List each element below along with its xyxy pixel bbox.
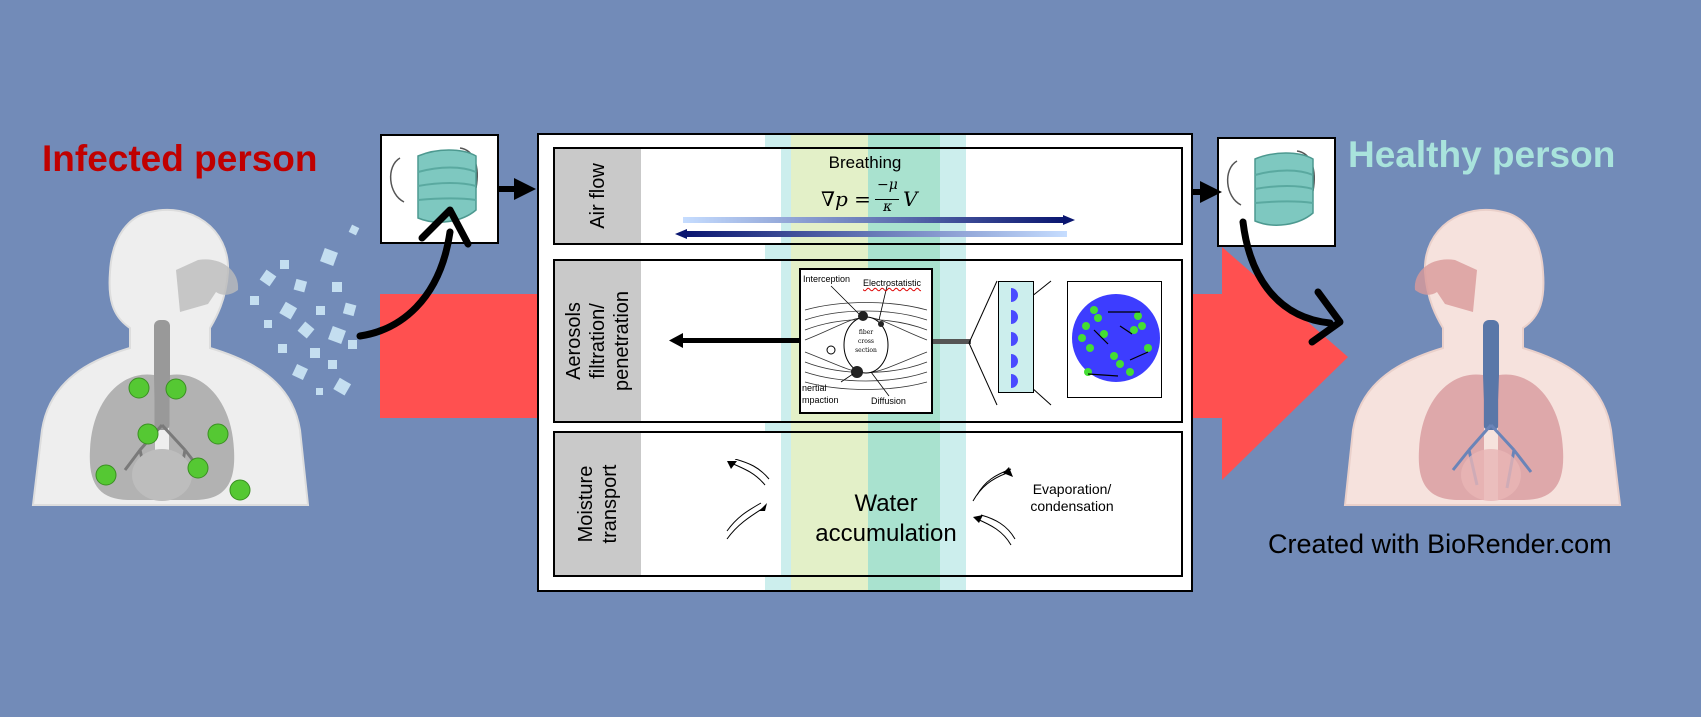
mask-layer-band-outer-right <box>940 135 966 590</box>
healthy-person-title: Healthy person <box>1348 134 1616 175</box>
airflow-label-box: Air flow <box>555 149 641 243</box>
airflow-panel: Air flow Breathing ∇p = −μ κ V <box>553 147 1183 245</box>
darcy-equation: ∇p = −μ κ V <box>821 177 931 219</box>
equation-lhs: ∇p = <box>821 187 871 211</box>
aerosol-panel: Aerosols filtration/ penetration <box>553 259 1183 423</box>
evaporation-condensation-label: Evaporation/ condensation <box>1030 481 1114 514</box>
face-mask-icon <box>390 147 478 223</box>
aerosol-label-box: Aerosols filtration/ penetration <box>555 261 641 421</box>
fiber-cross-section-label: fiber cross section <box>855 329 877 354</box>
filtration-mechanisms-inset: Interception Electrostatistic fiber cros… <box>799 268 933 414</box>
aerosol-droplets <box>250 224 360 396</box>
particle-zoom <box>1067 281 1162 398</box>
evaporation-arrows-right <box>972 467 1016 546</box>
penetration-arrow <box>669 333 799 348</box>
aerosol-label: Aerosols filtration/ penetration <box>563 290 633 392</box>
fiber-layer-zoom <box>998 281 1034 393</box>
left-mask-box <box>380 134 499 244</box>
interception-label: Interception <box>803 274 851 284</box>
filtration-model-box: Air flow Breathing ∇p = −μ κ V <box>537 133 1193 592</box>
moisture-label-box: Moisture transport <box>555 433 641 575</box>
right-mask-box <box>1217 137 1336 247</box>
airflow-arrows <box>675 215 1075 239</box>
equation-denominator: κ <box>883 199 893 215</box>
electrostatic-label: Electrostatistic <box>863 278 922 288</box>
infected-person-title: Infected person <box>42 138 318 179</box>
zoom-connectors <box>968 280 1052 406</box>
equation-rhs: V <box>903 187 918 211</box>
credit-text: Created with BioRender.com <box>1268 529 1612 559</box>
airflow-label: Air flow <box>587 163 609 229</box>
inertial-impaction-label: nertial mpaction <box>802 383 839 405</box>
moisture-panel: Moisture transport Water accumulation <box>553 431 1183 577</box>
face-mask-icon <box>1227 150 1315 226</box>
water-accumulation-label: Water accumulation <box>815 490 957 547</box>
evaporation-arrows-left <box>726 459 770 540</box>
healthy-person-figure <box>1343 208 1622 506</box>
breathing-label: Breathing <box>828 153 902 172</box>
equation-numerator: −μ <box>877 177 898 193</box>
moisture-label: Moisture transport <box>575 464 621 544</box>
diffusion-label: Diffusion <box>871 396 906 406</box>
